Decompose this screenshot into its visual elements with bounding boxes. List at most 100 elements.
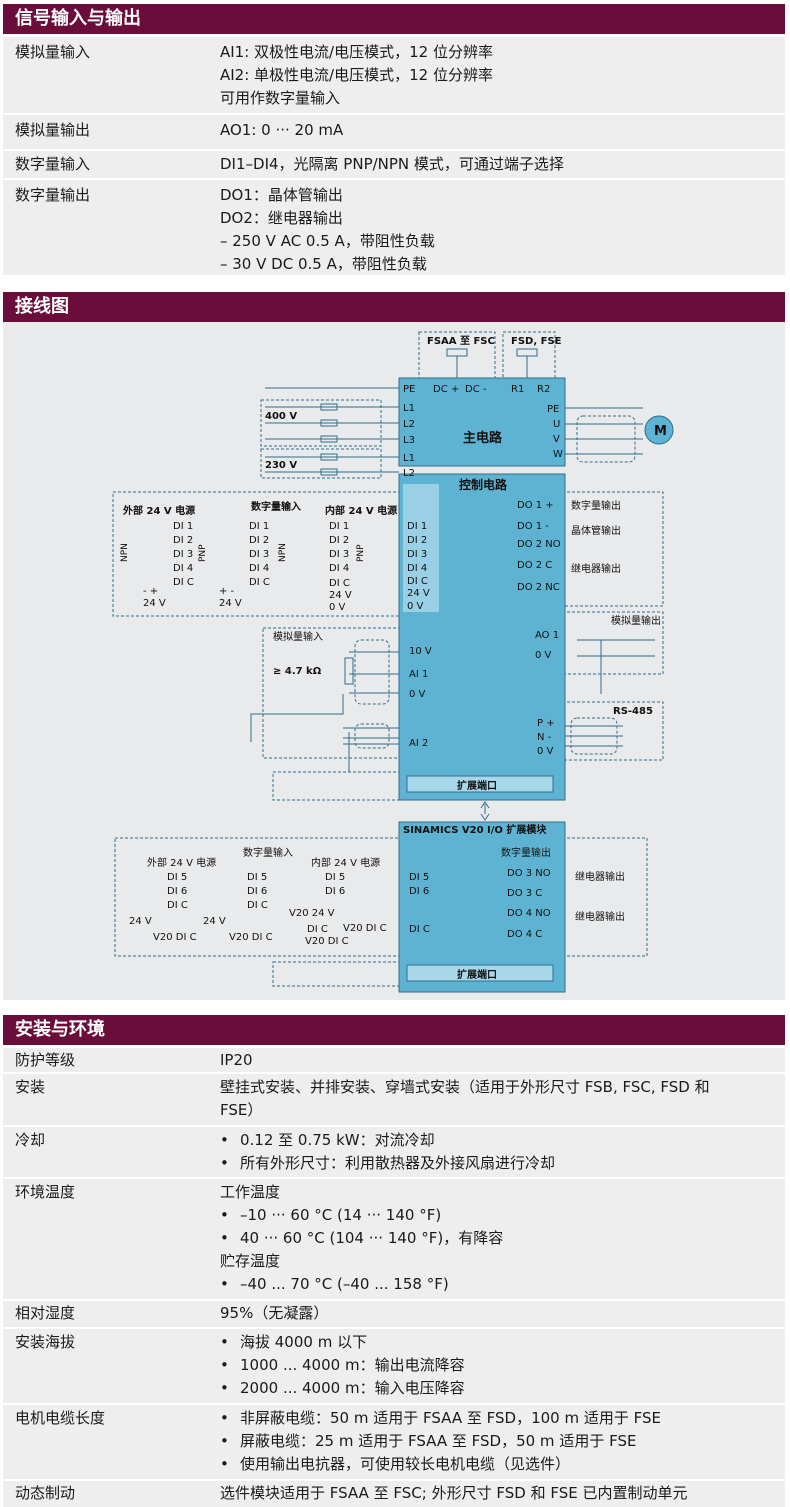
- value-line: 贮存温度: [220, 1252, 281, 1270]
- table-row: 电机电缆长度 非屏蔽电缆：50 m 适用于 FSAA 至 FSD，100 m 适…: [3, 1405, 785, 1481]
- label-230v: 230 V: [265, 460, 297, 471]
- bullet-item: 40 ··· 60 °C (104 ··· 140 °F)，有降容: [220, 1227, 775, 1250]
- value-line: AI2: 单极性电流/电压模式，12 位分辨率: [220, 66, 493, 84]
- label-do2nc: DO 2 NC: [517, 582, 560, 593]
- label-di5: DI 5: [409, 872, 429, 883]
- row-value: 0.12 至 0.75 kW：对流冷却 所有外形尺寸：利用散热器及外接风扇进行冷…: [220, 1129, 775, 1175]
- label-do1m: DO 1 -: [517, 521, 549, 532]
- label-di5: DI 5: [325, 872, 345, 883]
- label-di2: DI 2: [249, 535, 269, 546]
- label-24v: 24 V: [129, 916, 152, 927]
- label-dic: DI C: [307, 924, 328, 935]
- label-di3: DI 3: [173, 549, 193, 560]
- label-r1: R1: [511, 384, 524, 395]
- label-ohm: ≥ 4.7 kΩ: [273, 666, 322, 677]
- main-circuit-block: [398, 377, 566, 467]
- fuse-icon: [320, 468, 338, 476]
- label-npn: NPN: [120, 543, 130, 562]
- label-v: V: [553, 434, 560, 445]
- label-pnp: PNP: [356, 544, 366, 562]
- label-polarity: - +: [143, 586, 158, 597]
- bullet-item: 使用输出电抗器，可使用较长电机电缆（见选件）: [220, 1453, 775, 1476]
- label-pnp: PNP: [198, 544, 208, 562]
- section-title: 接线图: [3, 292, 785, 322]
- label-rs485: RS-485: [613, 706, 653, 717]
- row-label: 环境温度: [15, 1183, 76, 1201]
- label-dic: DI C: [173, 577, 194, 588]
- label-nminus: N -: [537, 732, 552, 743]
- label-0v: 0 V: [409, 689, 426, 700]
- label-u: U: [553, 419, 560, 430]
- bullet-item: 非屏蔽电缆：50 m 适用于 FSAA 至 FSD，100 m 适用于 FSE: [220, 1407, 775, 1430]
- label-0v: 0 V: [329, 602, 346, 613]
- value-line: – 30 V DC 0.5 A，带阻性负载: [220, 255, 427, 273]
- row-label: 模拟量输出: [15, 121, 91, 139]
- label-di1: DI 1: [329, 521, 349, 532]
- row-label: 电机电缆长度: [15, 1409, 106, 1427]
- label-24v: 24 V: [203, 916, 226, 927]
- fuse-icon: [320, 453, 338, 461]
- label-di4: DI 4: [249, 563, 269, 574]
- value-line: 可用作数字量输入: [220, 89, 341, 107]
- label-relay-out: 继电器输出: [575, 910, 625, 923]
- label-0v: 0 V: [537, 746, 554, 757]
- bullet-item: 1000 ... 4000 m：输出电流降容: [220, 1354, 775, 1377]
- label-dc-plus: DC +: [433, 384, 459, 395]
- label-v20-dic: V20 DI C: [343, 923, 387, 934]
- label-ai1: AI 1: [409, 669, 428, 680]
- expansion-port: [406, 964, 554, 982]
- row-label: 动态制动: [15, 1484, 76, 1502]
- label-0v: 0 V: [535, 650, 552, 661]
- label-di4: DI 4: [407, 563, 427, 574]
- label-r2: R2: [537, 384, 550, 395]
- table-row: 冷却 0.12 至 0.75 kW：对流冷却 所有外形尺寸：利用散热器及外接风扇…: [3, 1127, 785, 1179]
- label-di4: DI 4: [329, 563, 349, 574]
- row-value: AI1: 双极性电流/电压模式，12 位分辨率 AI2: 单极性电流/电压模式，…: [220, 41, 775, 110]
- label-dic: DI C: [409, 924, 430, 935]
- label-l2: L2: [403, 419, 415, 430]
- row-value: DO1：晶体管输出 DO2：继电器输出 – 250 V AC 0.5 A，带阻性…: [220, 184, 775, 276]
- label-pe: PE: [403, 384, 415, 395]
- label-relay-out: 继电器输出: [571, 562, 621, 575]
- label-di1: DI 1: [407, 521, 427, 532]
- label-l2: L2: [403, 468, 415, 479]
- label-dc-minus: DC -: [465, 384, 487, 395]
- value-line: IP20: [220, 1051, 253, 1069]
- row-value: AO1: 0 ··· 20 mA: [220, 119, 775, 142]
- label-di3: DI 3: [249, 549, 269, 560]
- label-10v: 10 V: [409, 646, 432, 657]
- value-line: 工作温度: [220, 1183, 281, 1201]
- label-pe: PE: [547, 404, 559, 415]
- bullet-item: 0.12 至 0.75 kW：对流冷却: [220, 1129, 775, 1152]
- label-di6: DI 6: [167, 886, 187, 897]
- potentiometer-icon: [344, 657, 354, 685]
- row-label: 冷却: [15, 1131, 46, 1149]
- expansion-port: [406, 775, 554, 793]
- value-line: DO2：继电器输出: [220, 209, 343, 227]
- label-ai: 模拟量输入: [273, 630, 323, 643]
- label-di5: DI 5: [167, 872, 187, 883]
- value-line: FSE）: [220, 1101, 263, 1119]
- row-value: 工作温度 –10 ··· 60 °C (14 ··· 140 °F) 40 ··…: [220, 1181, 775, 1296]
- label-do2c: DO 2 C: [517, 560, 552, 571]
- label-do: 数字量输出: [501, 846, 551, 859]
- label-di3: DI 3: [407, 549, 427, 560]
- bullet-item: 屏蔽电缆：25 m 适用于 FSAA 至 FSD，50 m 适用于 FSE: [220, 1430, 775, 1453]
- label-di2: DI 2: [407, 535, 427, 546]
- value-line: 选件模块适用于 FSAA 至 FSC; 外形尺寸 FSD 和 FSE 已内置制动…: [220, 1484, 688, 1502]
- value-line: 95%（无凝露）: [220, 1304, 329, 1322]
- row-label: 安装: [15, 1078, 46, 1096]
- label-di3: DI 3: [329, 549, 349, 560]
- label-di: 数字量输入: [243, 846, 293, 859]
- label-ext-supply: 外部 24 V 电源: [147, 856, 216, 869]
- io-module-block: [398, 821, 566, 993]
- label-l1: L1: [403, 453, 415, 464]
- label-do3c: DO 3 C: [507, 888, 542, 899]
- label-v20-dic: V20 DI C: [153, 932, 197, 943]
- row-value: DI1–DI4，光隔离 PNP/NPN 模式，可通过端子选择: [220, 153, 775, 176]
- bullet-item: –10 ··· 60 °C (14 ··· 140 °F): [220, 1204, 775, 1227]
- label-dic: DI C: [407, 576, 428, 587]
- label-do: 数字量输出: [571, 499, 621, 512]
- label-do2no: DO 2 NO: [517, 539, 561, 550]
- label-di: 数字量输入: [251, 500, 301, 513]
